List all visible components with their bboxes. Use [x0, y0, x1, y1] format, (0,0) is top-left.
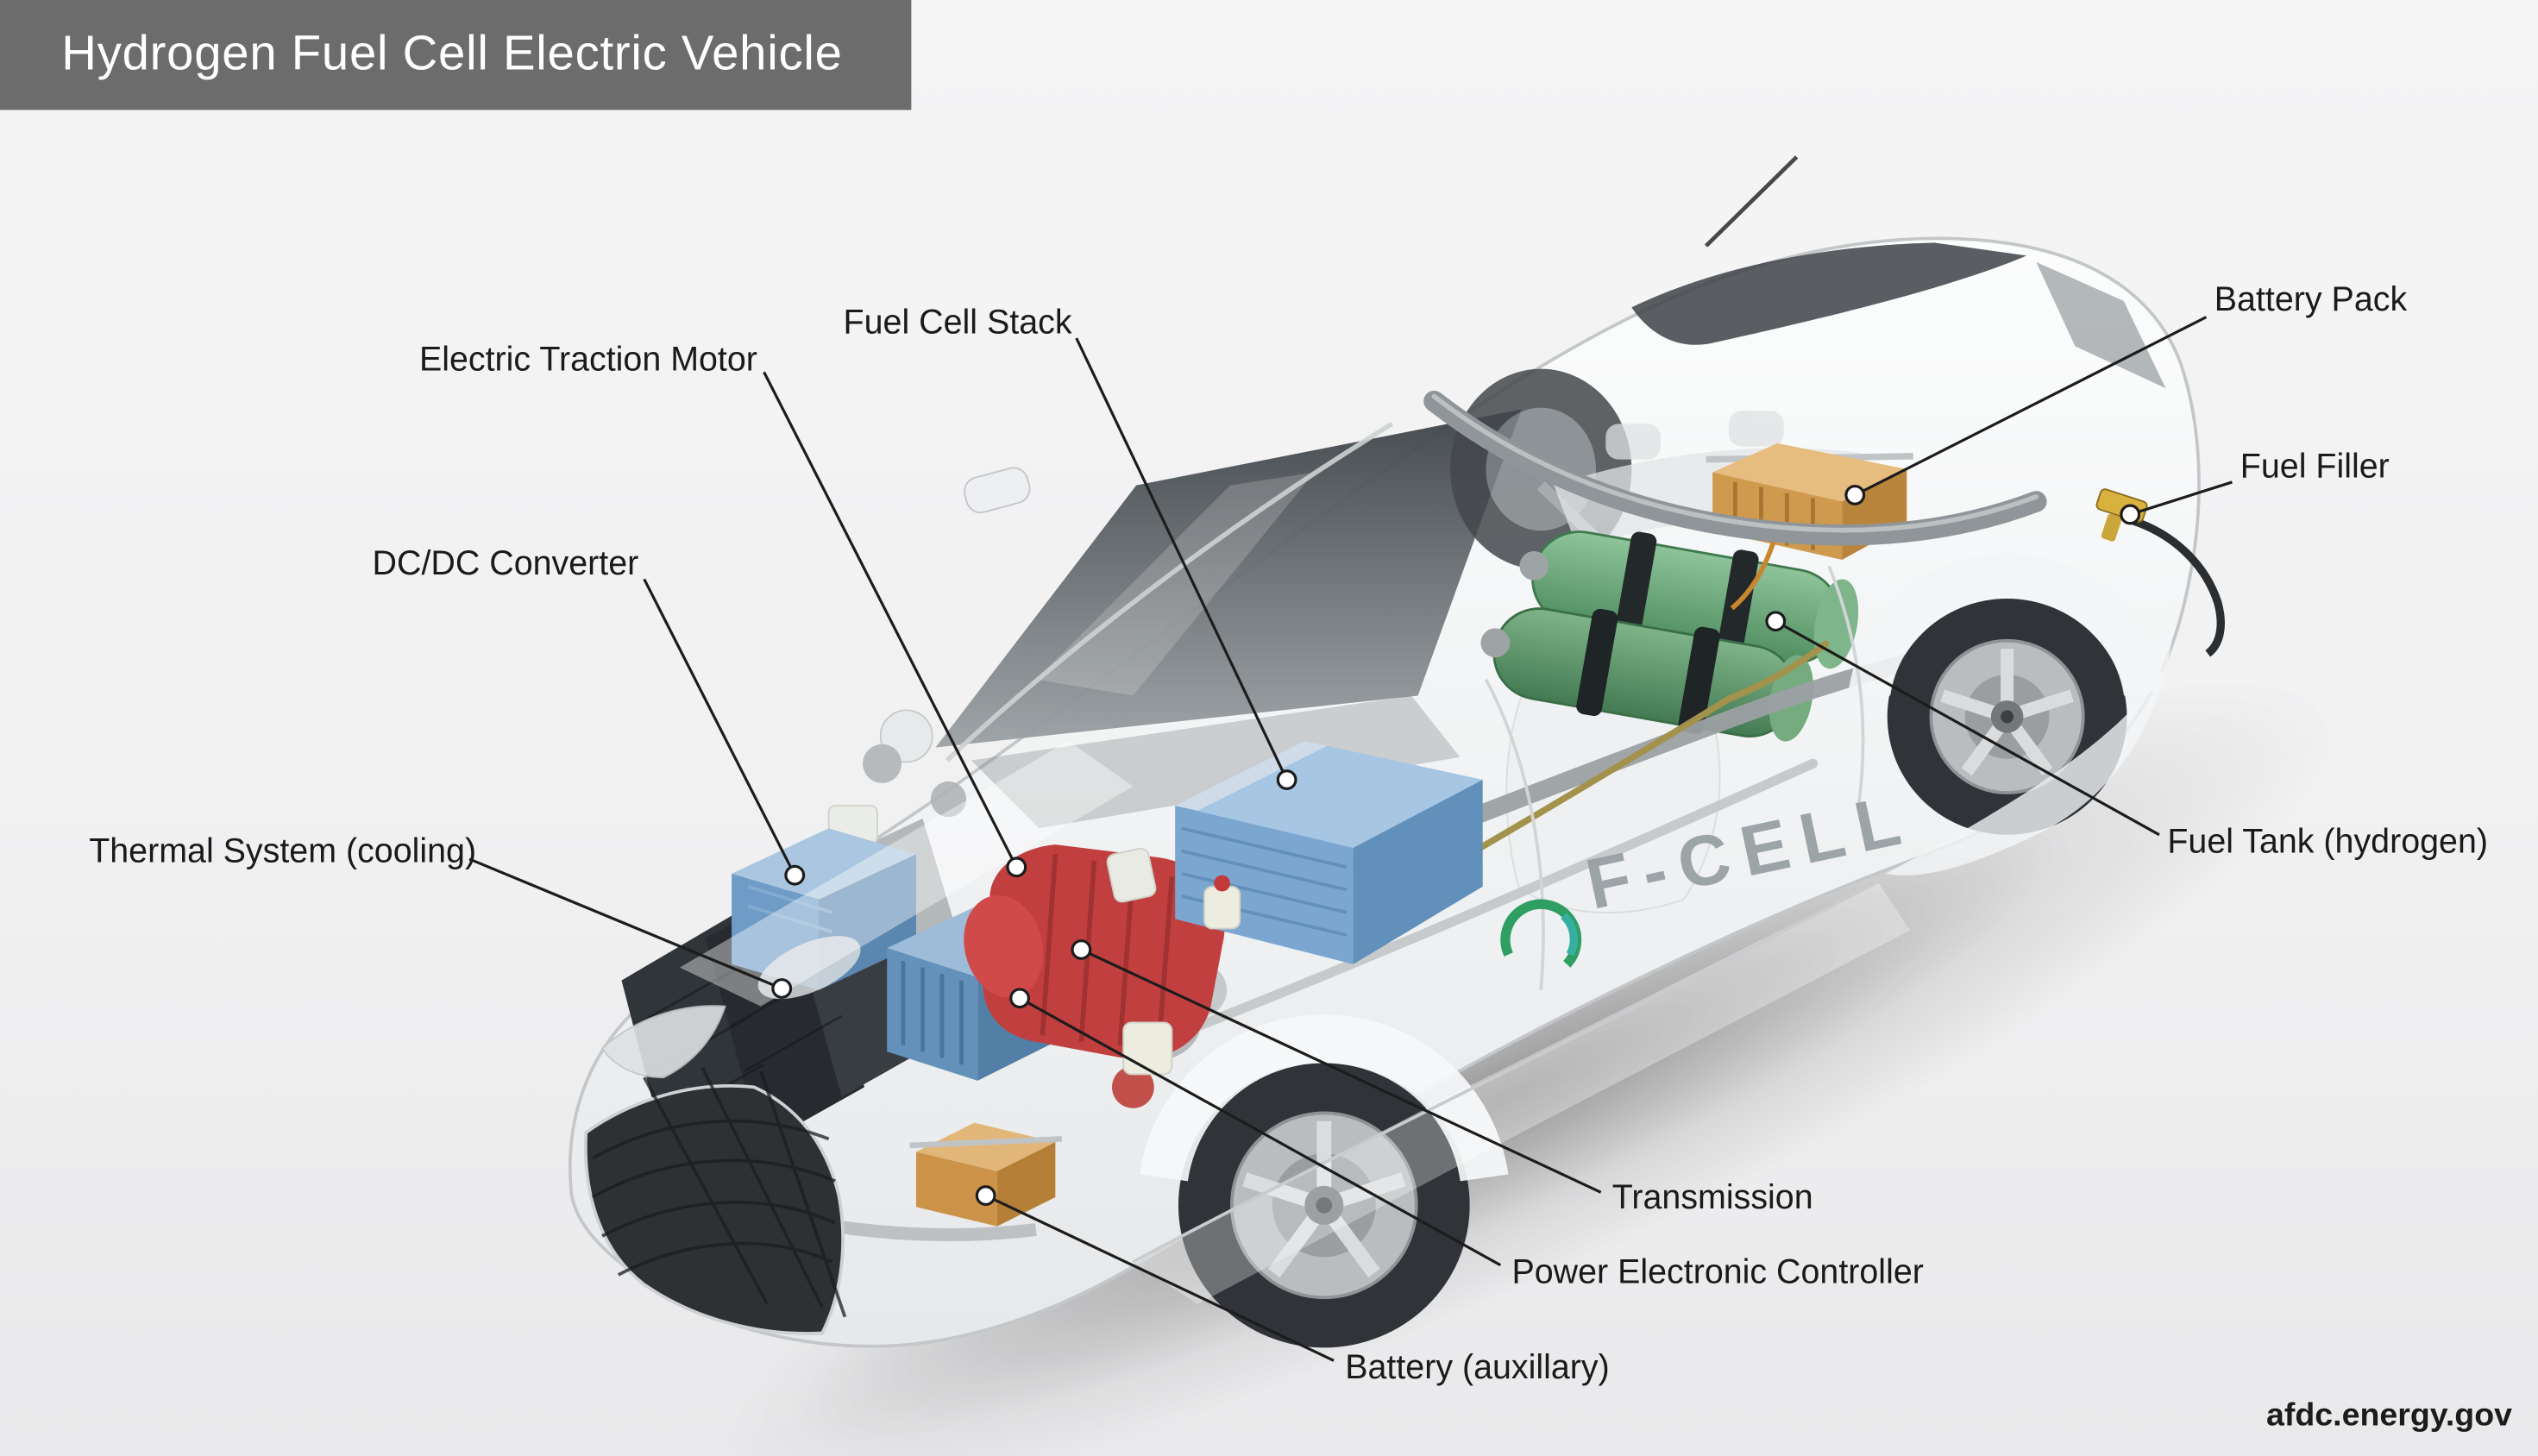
leader-fuel-cell-stack	[1075, 337, 1289, 781]
roof-glass	[1631, 242, 2027, 345]
leader-power-electronic-controller	[1019, 996, 1502, 1267]
rear-wheel	[1887, 598, 2127, 835]
f-cell-logo	[1500, 899, 1582, 968]
label-fuel-tank: Fuel Tank (hydrogen)	[2167, 823, 2488, 861]
label-fuel-cell-stack: Fuel Cell Stack	[843, 304, 1072, 342]
source-attribution: afdc.energy.gov	[2265, 1397, 2513, 1434]
side-mirror	[964, 467, 1031, 514]
marker-electric-traction-motor	[1006, 857, 1027, 878]
leader-fuel-filler	[2129, 480, 2233, 516]
marker-dc-dc-converter	[784, 864, 806, 886]
title-bar: Hydrogen Fuel Cell Electric Vehicle	[0, 0, 912, 110]
grille	[583, 1067, 847, 1335]
rear-window	[2036, 261, 2166, 389]
label-transmission: Transmission	[1611, 1179, 1813, 1217]
label-power-electronic-controller: Power Electronic Controller	[1511, 1253, 1924, 1291]
antenna	[1704, 155, 1799, 248]
marker-fuel-filler	[2120, 504, 2141, 525]
marker-fuel-tank	[1765, 611, 1787, 632]
body-panels	[680, 422, 2177, 1304]
marker-battery-pack	[1844, 485, 1866, 505]
leader-thermal-system	[468, 857, 782, 990]
marker-fuel-cell-stack	[1276, 769, 1297, 790]
leader-electric-traction-motor	[763, 371, 1018, 869]
label-dc-dc-converter: DC/DC Converter	[372, 545, 639, 583]
marker-battery-auxiliary	[975, 1185, 996, 1206]
label-battery-pack: Battery Pack	[2214, 281, 2408, 319]
label-thermal-system: Thermal System (cooling)	[89, 832, 477, 871]
leader-fuel-tank	[1775, 619, 2160, 837]
leader-dc-dc-converter	[643, 578, 796, 876]
auxiliary-battery-box	[909, 1122, 1062, 1227]
marker-power-electronic-controller	[1009, 988, 1030, 1009]
page-title: Hydrogen Fuel Cell Electric Vehicle	[61, 27, 843, 81]
label-fuel-filler: Fuel Filler	[2240, 448, 2390, 486]
traction-motor	[964, 844, 1228, 1108]
leader-transmission	[1080, 948, 1602, 1194]
label-electric-traction-motor: Electric Traction Motor	[418, 341, 757, 379]
front-wheel	[1178, 1063, 1470, 1348]
marker-transmission	[1071, 939, 1092, 960]
coolant-bottles	[1106, 847, 1241, 1076]
leader-battery-pack	[1854, 316, 2208, 497]
marker-thermal-system	[771, 978, 793, 999]
dashboard	[971, 695, 1461, 829]
callouts	[468, 316, 2233, 1362]
leader-battery-auxiliary	[984, 1194, 1335, 1362]
windshield-glare	[1035, 472, 1315, 696]
label-battery-auxiliary: Battery (auxillary)	[1345, 1349, 1610, 1387]
windshield	[935, 409, 1522, 748]
